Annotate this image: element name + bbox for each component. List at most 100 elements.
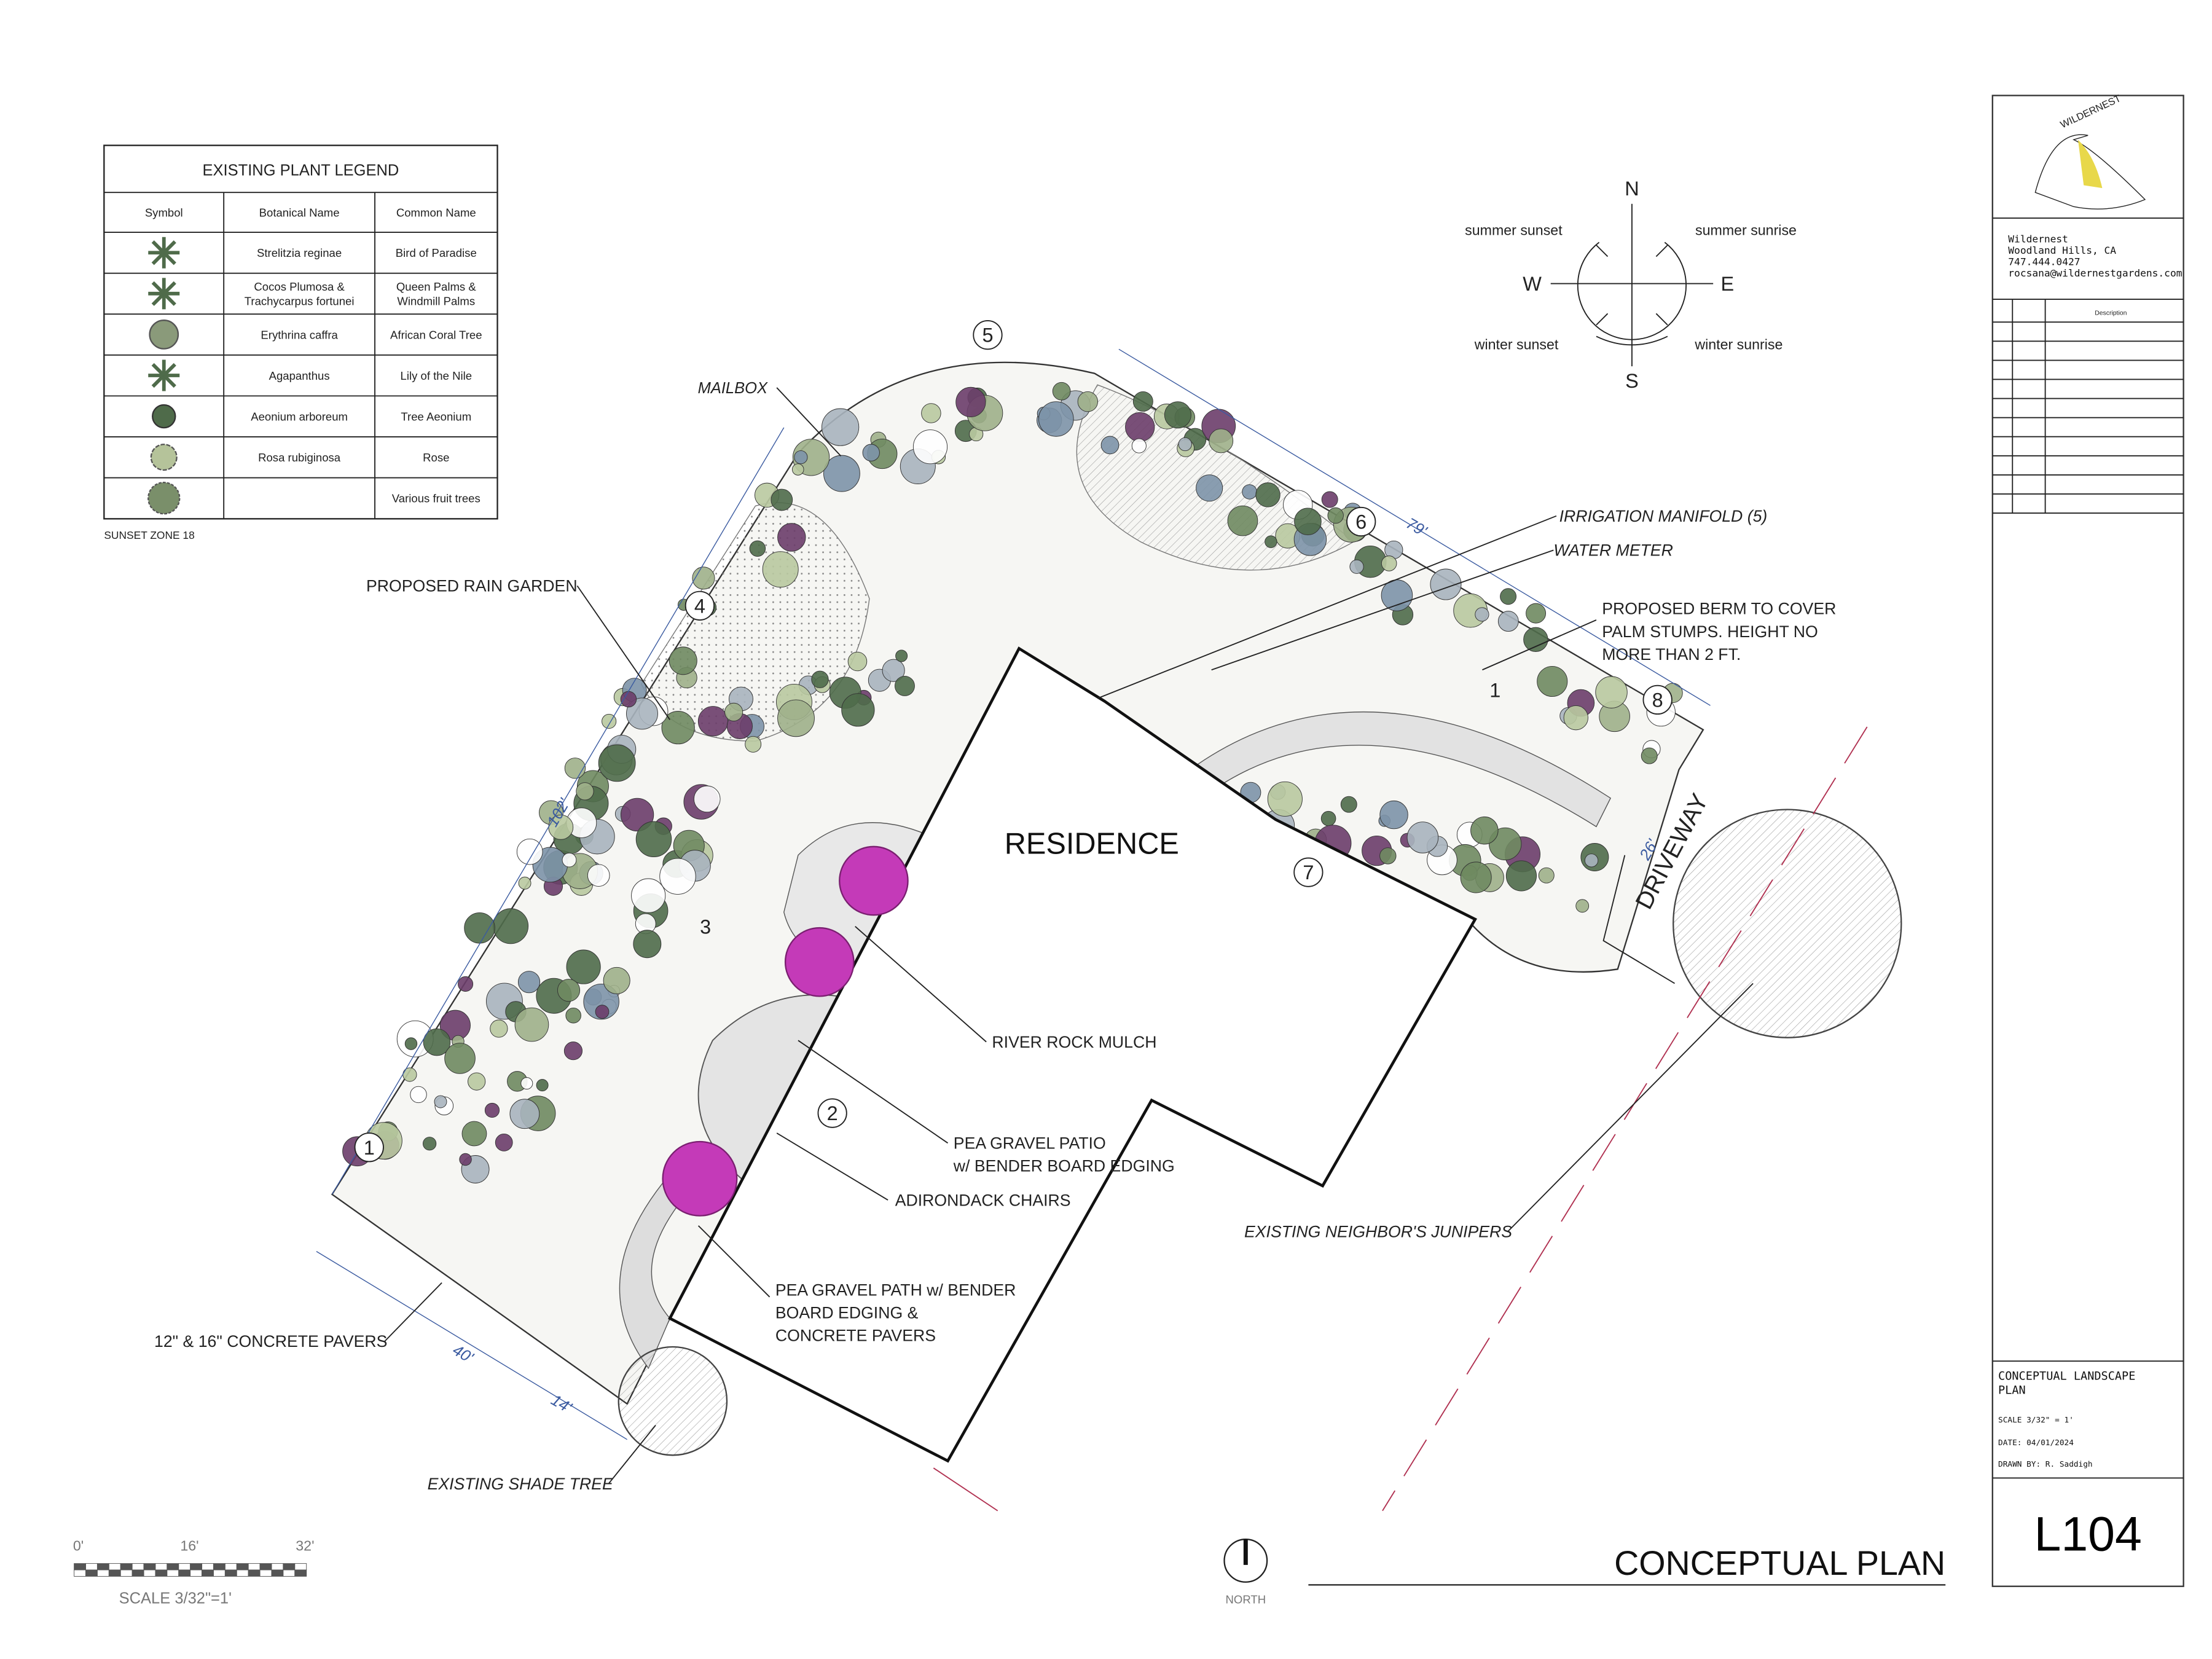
plant-symbol: [912, 429, 948, 465]
plant-symbol: [495, 1133, 513, 1151]
plant-symbol: [762, 551, 799, 588]
area-marker: 4: [684, 590, 715, 621]
palm-icon: [148, 278, 180, 310]
area-marker-number: 3: [700, 916, 711, 938]
shade-tree-callout: EXISTING SHADE TREE: [428, 1475, 614, 1493]
scale-tick-16: 16': [180, 1538, 198, 1554]
flowering-shrub: [784, 927, 855, 997]
plant-symbol: [697, 706, 729, 737]
north-label: NORTH: [1226, 1593, 1266, 1606]
legend-footnote: SUNSET ZONE 18: [104, 529, 194, 541]
plant-symbol: [1196, 474, 1223, 502]
company-city: Woodland Hills, CA: [2008, 245, 2116, 256]
legend-botanical-name: Trachycarpus fortunei: [245, 294, 355, 307]
path-callout-3: CONCRETE PAVERS: [775, 1327, 936, 1345]
patio-callout-1: PEA GRAVEL PATIO: [954, 1134, 1106, 1153]
plant-symbol: [1460, 861, 1492, 893]
plant-symbol: [1038, 401, 1074, 437]
area-marker: 2: [817, 1098, 847, 1128]
area-marker: 8: [1642, 684, 1673, 715]
plant-symbol: [1132, 391, 1153, 412]
river-rock-callout: RIVER ROCK MULCH: [992, 1033, 1156, 1051]
plant-symbol: [659, 858, 696, 895]
plant-symbol: [1131, 438, 1147, 453]
compass-e: E: [1721, 273, 1735, 295]
plant-symbol: [626, 697, 658, 730]
plant-symbol: [536, 1079, 549, 1092]
plant-symbol: [576, 782, 594, 801]
summer-sunset-label: summer sunset: [1465, 222, 1563, 238]
scale-bar: 0' 16' 32' SCALE 3/32"=1': [73, 1538, 315, 1607]
plant-symbol: [509, 1099, 540, 1129]
plant-symbol: [777, 523, 806, 552]
water-meter-callout: WATER METER: [1553, 541, 1673, 560]
area-marker-number: 7: [1303, 861, 1314, 884]
plant-symbol: [484, 1102, 500, 1118]
legend-common-name: Rose: [423, 451, 449, 464]
plant-symbol: [847, 651, 868, 672]
plant-symbol: [434, 1095, 447, 1108]
plant-symbol: [583, 983, 619, 1020]
plant-symbol: [895, 675, 915, 696]
plant-symbol: [749, 540, 766, 557]
legend-botanical-name: Aeonium arboreum: [251, 410, 348, 423]
scale-tick-0: 0': [73, 1538, 84, 1554]
plant-symbol: [1321, 491, 1338, 508]
rain-garden-callout: PROPOSED RAIN GARDEN: [366, 577, 578, 595]
plant-symbol: [598, 744, 636, 782]
legend-common-name: Various fruit trees: [392, 492, 480, 505]
area-marker-number: 1: [1489, 679, 1500, 701]
plant-symbol: [1381, 555, 1397, 571]
legend-header-common: Common Name: [396, 206, 476, 219]
sheet-title-1: CONCEPTUAL LANDSCAPE: [1998, 1370, 2135, 1382]
plant-symbol: [1595, 676, 1628, 708]
legend-botanical-name: Agapanthus: [269, 369, 330, 382]
plant-symbol: [1381, 579, 1413, 611]
company-phone: 747.444.0427: [2008, 256, 2080, 267]
plant-symbol: [631, 878, 666, 913]
scale-label: SCALE 3/32"=1': [119, 1590, 232, 1607]
revision-description-header: Description: [2095, 310, 2127, 317]
aeonium-icon: [152, 404, 176, 429]
plant-symbol: [745, 735, 762, 753]
plant-symbol: [564, 758, 586, 779]
winter-sunrise-label: winter sunrise: [1694, 336, 1783, 352]
scale-tick-32: 32': [296, 1538, 314, 1554]
compass-s: S: [1625, 370, 1639, 392]
plant-symbol: [1209, 428, 1234, 453]
plant-symbol: [1100, 436, 1120, 455]
plant-symbol: [794, 450, 808, 465]
plant-symbol: [422, 1137, 437, 1151]
plant-symbol: [516, 838, 543, 865]
area-marker-number: 5: [982, 324, 993, 347]
plant-symbol: [1077, 391, 1099, 412]
plan-title: CONCEPTUAL PLAN: [1614, 1544, 1945, 1582]
dimension-40: 40': [450, 1341, 477, 1367]
plant-symbol: [841, 693, 875, 727]
path-callout-1: PEA GRAVEL PATH w/ BENDER: [775, 1281, 1016, 1300]
sun-compass: N S W E summer sunset summer sunrise win…: [1465, 178, 1797, 392]
pavers-callout: 12" & 16" CONCRETE PAVERS: [154, 1332, 387, 1351]
legend-botanical-name: Erythrina caffra: [261, 328, 338, 341]
plant-symbol: [1227, 505, 1258, 536]
residence-outline: [668, 646, 1478, 1463]
plant-symbol: [1242, 484, 1257, 500]
legend-row: Cocos Plumosa &Trachycarpus fortuneiQuee…: [148, 278, 476, 310]
plant-symbol: [823, 455, 860, 492]
irrigation-callout: IRRIGATION MANIFOLD (5): [1559, 507, 1768, 525]
dimension-14: 14': [548, 1391, 575, 1416]
plant-symbol: [493, 908, 529, 944]
legend-header-symbol: Symbol: [145, 206, 183, 219]
legend-botanical-name: Rosa rubiginosa: [258, 451, 341, 464]
area-marker-number: 4: [694, 595, 705, 617]
area-marker: 6: [1346, 506, 1376, 537]
dimension-79: 79': [1403, 515, 1430, 540]
compass-w: W: [1523, 273, 1542, 295]
plant-symbol: [490, 1019, 508, 1038]
plant-symbol: [1584, 853, 1599, 868]
legend-botanical-name: Strelitzia reginae: [257, 246, 342, 259]
legend-row: Rosa rubiginosa Rose: [150, 444, 449, 471]
plant-symbol: [1178, 437, 1192, 452]
